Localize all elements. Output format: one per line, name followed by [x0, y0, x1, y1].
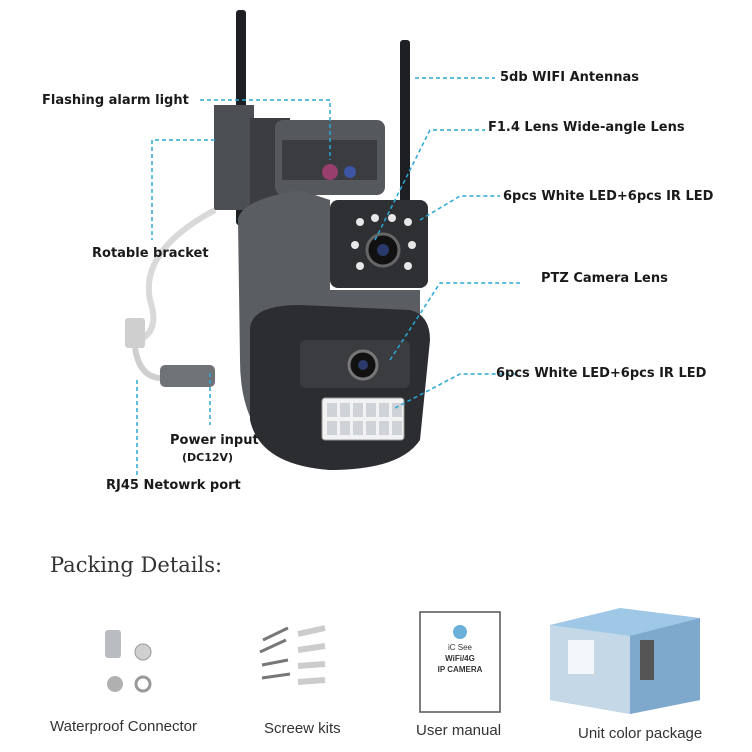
- antenna-right: [400, 40, 410, 235]
- callout-alarm-light: Flashing alarm light: [42, 93, 189, 108]
- callout-bracket: Rotable bracket: [92, 246, 209, 261]
- pack-label-screws: Screew kits: [264, 720, 341, 737]
- screw-kit-icon: [259, 625, 326, 685]
- manual-line1: WiFi/4G: [445, 654, 475, 663]
- cable: [138, 207, 217, 343]
- waterproof-connector-icon: [105, 630, 152, 693]
- callout-led-top: 6pcs White LED+6pcs IR LED: [503, 189, 714, 204]
- pack-label-package: Unit color package: [578, 725, 703, 742]
- wall-bracket: [214, 105, 254, 210]
- manual-brand: iC See: [447, 643, 472, 652]
- callout-power-input: Power input: [170, 433, 259, 448]
- user-manual-icon: [419, 611, 501, 713]
- leader-lines: [136, 77, 520, 478]
- manual-cover-text: iC See WiFi/4G IP CAMERA: [423, 642, 497, 675]
- callout-power-voltage: (DC12V): [182, 451, 234, 464]
- callout-antennas: 5db WIFI Antennas: [500, 70, 639, 85]
- pack-label-connector: Waterproof Connector: [50, 718, 198, 735]
- pack-label-manual: User manual: [416, 722, 502, 739]
- callout-ptz-lens: PTZ Camera Lens: [541, 271, 668, 286]
- packing-title: Packing Details:: [50, 553, 223, 577]
- callout-led-bottom: 6pcs White LED+6pcs IR LED: [496, 366, 707, 381]
- alarm-light-icon: [322, 164, 338, 180]
- rj45-connector: [125, 318, 145, 348]
- callout-rj45: RJ45 Netowrk port: [106, 478, 241, 493]
- power-connector: [160, 365, 215, 387]
- color-package-icon: [550, 608, 700, 714]
- callout-lens-wide: F1.4 Lens Wide-angle Lens: [488, 120, 685, 135]
- manual-line2: IP CAMERA: [437, 665, 483, 674]
